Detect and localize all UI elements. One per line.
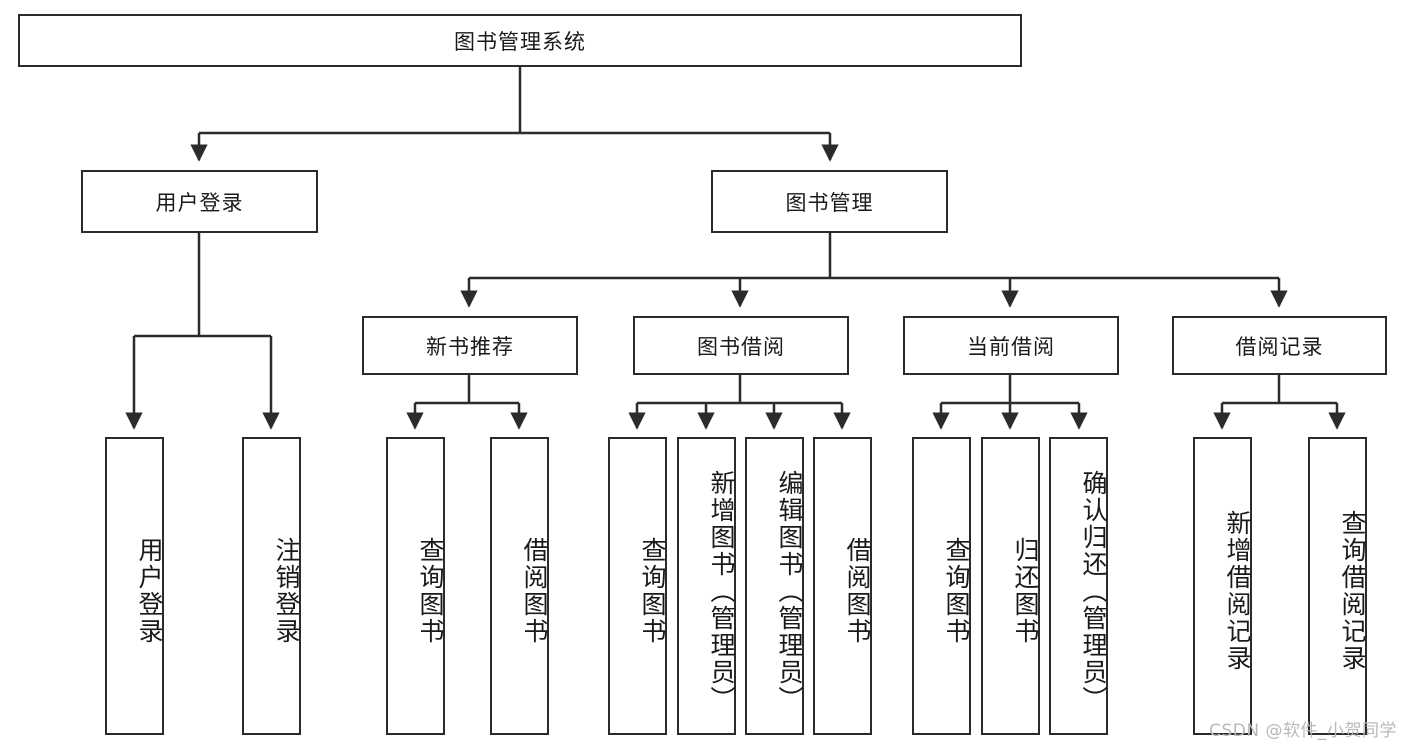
node-label: 用户登录 (155, 190, 244, 215)
node-label: 当前借阅 (967, 334, 1055, 359)
node-new-book-recommendation[interactable]: 新书推荐 (362, 316, 578, 375)
node-book-borrowing[interactable]: 图书借阅 (633, 316, 849, 375)
node-label: 图书管理系统 (454, 29, 586, 54)
node-label: 查询图书 (942, 537, 971, 645)
leaf-current-borrow-return-books[interactable]: 归还图书 (981, 437, 1040, 735)
node-label: 借阅图书 (843, 537, 872, 645)
node-label: 借阅图书 (520, 537, 549, 645)
leaf-record-query-borrow-record[interactable]: 查询借阅记录 (1308, 437, 1367, 735)
leaf-current-borrow-query-books[interactable]: 查询图书 (912, 437, 971, 735)
leaf-new-book-query-books[interactable]: 查询图书 (386, 437, 445, 735)
leaf-book-borrow-add-book-admin[interactable]: 新增图书（管理员） (677, 437, 736, 735)
node-borrowing-record[interactable]: 借阅记录 (1172, 316, 1387, 375)
leaf-record-add-borrow-record[interactable]: 新增借阅记录 (1193, 437, 1252, 735)
node-label: 新增图书（管理员） (707, 469, 736, 713)
leaf-book-borrow-borrow-books[interactable]: 借阅图书 (813, 437, 872, 735)
leaf-book-borrow-query-books[interactable]: 查询图书 (608, 437, 667, 735)
watermark-credit: CSDN @软件_小贺同学 (1209, 721, 1397, 741)
leaf-user-login-login[interactable]: 用户登录 (105, 437, 164, 735)
node-book-management[interactable]: 图书管理 (711, 170, 948, 233)
leaf-book-borrow-edit-book-admin[interactable]: 编辑图书（管理员） (745, 437, 804, 735)
leaf-new-book-borrow-books[interactable]: 借阅图书 (490, 437, 549, 735)
node-label: 图书管理 (785, 190, 874, 215)
node-label: 新增借阅记录 (1223, 510, 1252, 672)
node-label: 图书借阅 (697, 334, 785, 359)
node-label: 查询借阅记录 (1338, 510, 1367, 672)
node-label: 查询图书 (638, 537, 667, 645)
node-label: 编辑图书（管理员） (775, 469, 804, 713)
leaf-current-borrow-confirm-return-admin[interactable]: 确认归还（管理员） (1049, 437, 1108, 735)
leaf-user-login-logout[interactable]: 注销登录 (242, 437, 301, 735)
node-root-book-management-system[interactable]: 图书管理系统 (18, 14, 1022, 67)
node-current-borrowing[interactable]: 当前借阅 (903, 316, 1119, 375)
node-label: 借阅记录 (1235, 334, 1324, 359)
node-label: 归还图书 (1011, 537, 1040, 645)
node-label: 注销登录 (272, 537, 301, 645)
node-label: 新书推荐 (426, 334, 514, 359)
node-user-login[interactable]: 用户登录 (81, 170, 318, 233)
node-label: 查询图书 (416, 537, 445, 645)
node-label: 确认归还（管理员） (1079, 469, 1108, 713)
node-label: 用户登录 (135, 537, 164, 645)
